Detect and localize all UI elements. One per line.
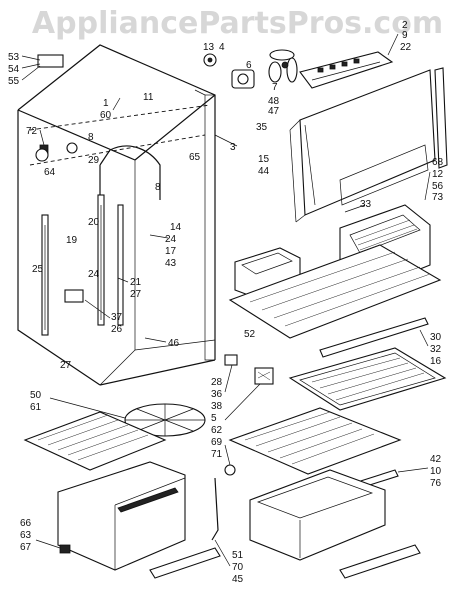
trim-strip (434, 67, 448, 169)
label-11: 11 (143, 92, 154, 103)
label-13: 13 (203, 42, 215, 53)
label-43: 43 (165, 258, 177, 269)
control-housing (299, 51, 394, 89)
label-4: 4 (219, 42, 225, 53)
label-67: 67 (20, 542, 32, 553)
crisper-trim (339, 544, 421, 579)
light-socket (224, 354, 238, 366)
label-72: 72 (26, 126, 38, 137)
label-60: 60 (100, 110, 112, 121)
label-61: 61 (30, 402, 42, 413)
label-16: 16 (430, 356, 442, 367)
label-52: 52 (244, 329, 256, 340)
refrigerator-liner (17, 44, 216, 386)
label-71: 71 (211, 449, 223, 460)
label-65: 65 (189, 152, 201, 163)
label-1: 1 (103, 98, 109, 109)
label-5: 5 (211, 413, 217, 424)
label-46: 46 (168, 338, 180, 349)
shelf-trim (319, 317, 429, 358)
label-24a: 24 (165, 234, 177, 245)
shelf-support (64, 289, 84, 303)
turntable (124, 403, 206, 437)
label-19: 19 (66, 235, 78, 246)
label-62: 62 (211, 425, 223, 436)
label-6: 6 (246, 60, 252, 71)
label-8a: 8 (88, 132, 94, 143)
label-63: 63 (20, 530, 32, 541)
label-29: 29 (88, 155, 100, 166)
label-64: 64 (44, 167, 56, 178)
grommet (66, 142, 78, 154)
label-33: 33 (360, 199, 372, 210)
label-35: 35 (256, 122, 268, 133)
label-28: 28 (211, 377, 223, 388)
label-70: 70 (232, 562, 244, 573)
label-7: 7 (272, 82, 278, 93)
thermostat-knob (203, 53, 217, 67)
label-76: 76 (430, 478, 442, 489)
label-56: 56 (432, 181, 444, 192)
label-14: 14 (170, 222, 182, 233)
label-66: 66 (20, 518, 32, 529)
label-53: 53 (8, 52, 20, 63)
label-47: 47 (268, 106, 280, 117)
shelf-ladder-rails (41, 194, 124, 336)
drain-hose (211, 477, 219, 541)
freezer-shelf (23, 411, 167, 471)
glass-shelf (288, 347, 447, 411)
label-3: 3 (230, 142, 236, 153)
label-38: 38 (211, 401, 223, 412)
label-54: 54 (8, 64, 20, 75)
label-27a: 27 (130, 289, 142, 300)
label-36: 36 (211, 389, 223, 400)
leader-lines (21, 33, 431, 567)
label-9: 9 (402, 30, 408, 41)
wire-shelf (228, 407, 402, 475)
part-number-labels: 53 54 55 13 4 2 9 22 6 1 60 11 7 48 47 3… (8, 20, 444, 585)
label-21: 21 (130, 277, 142, 288)
hinge-cam (224, 464, 236, 476)
switch-assembly (37, 54, 64, 68)
drain-tube-lower (99, 149, 111, 195)
label-26: 26 (111, 324, 123, 335)
label-73: 73 (432, 192, 444, 203)
label-42: 42 (430, 454, 442, 465)
label-30: 30 (430, 332, 442, 343)
label-20: 20 (88, 217, 100, 228)
label-2: 2 (402, 20, 408, 31)
label-55: 55 (8, 76, 20, 87)
screw-64 (35, 148, 49, 162)
label-24b: 24 (88, 269, 100, 280)
label-17: 17 (165, 246, 177, 257)
evaporator-cover (289, 69, 436, 223)
watermark-text: AppliancePartsPros.com (31, 6, 444, 41)
label-69: 69 (211, 437, 223, 448)
fan-blade (268, 49, 298, 83)
crisper-drawer (249, 469, 386, 561)
fan-motor (231, 69, 255, 89)
label-44: 44 (258, 166, 270, 177)
label-51: 51 (232, 550, 244, 561)
label-22: 22 (400, 42, 412, 53)
pan-shelf (228, 244, 442, 339)
bin-trim (149, 547, 221, 579)
label-50: 50 (30, 390, 42, 401)
label-15: 15 (258, 154, 270, 165)
bin-glide (59, 544, 71, 554)
label-32: 32 (430, 344, 442, 355)
label-37: 37 (111, 312, 123, 323)
label-25: 25 (32, 264, 44, 275)
label-48: 48 (268, 96, 280, 107)
label-12: 12 (432, 169, 444, 180)
freezer-bin (57, 461, 186, 571)
label-68: 68 (432, 157, 444, 168)
label-27b: 27 (60, 360, 72, 371)
drain-tube (109, 145, 161, 200)
label-8b: 8 (155, 182, 161, 193)
label-45: 45 (232, 574, 244, 585)
label-10: 10 (430, 466, 442, 477)
